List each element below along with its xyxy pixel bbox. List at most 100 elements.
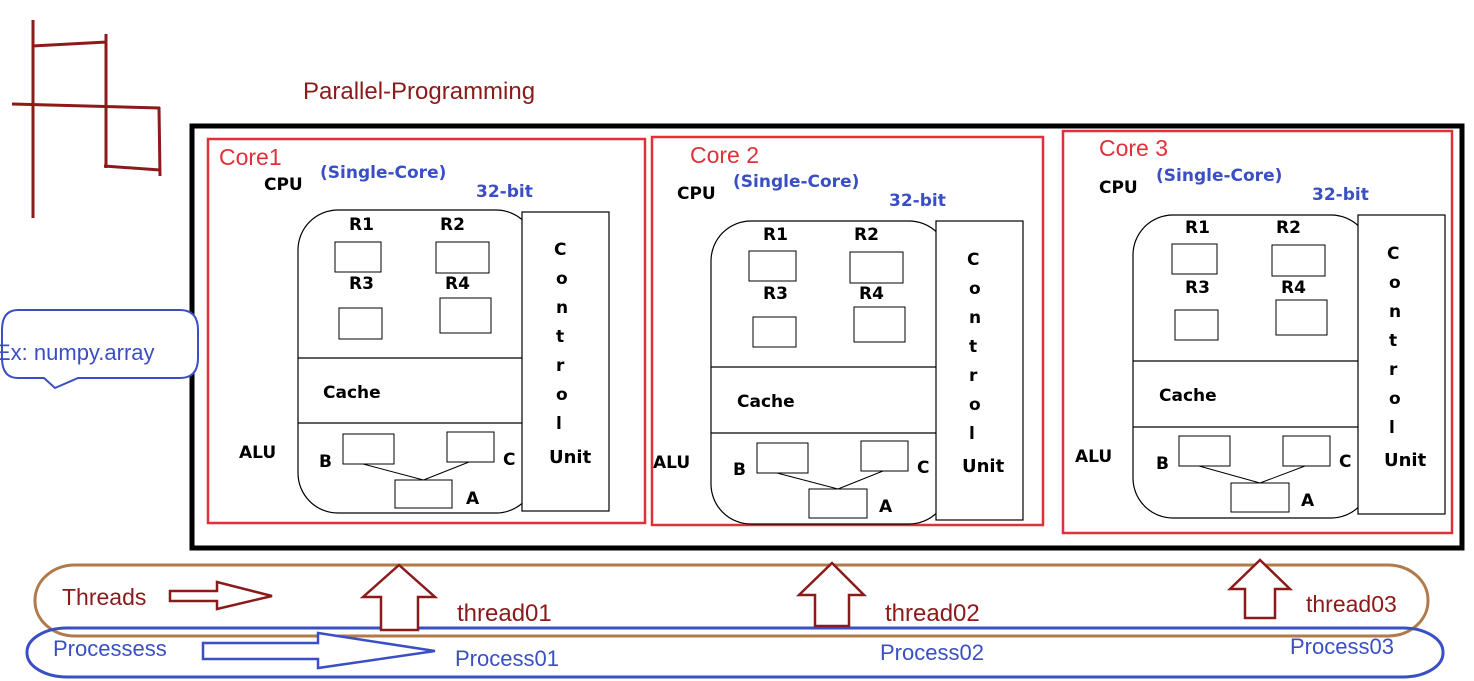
- register-label: R2: [854, 225, 879, 245]
- alu-operand-box: [1230, 482, 1290, 513]
- alu-operand-box: [808, 488, 868, 519]
- register-label: R2: [440, 215, 465, 235]
- register-box: [334, 241, 382, 273]
- control-unit-label: Unit: [549, 447, 592, 468]
- alu-connector: [776, 472, 839, 490]
- alu-operand-box: [342, 433, 395, 465]
- core-type-label: (Single-Core): [733, 172, 860, 192]
- alu-operand-box: [446, 431, 495, 463]
- register-label: R3: [1185, 278, 1210, 298]
- register-box: [439, 297, 492, 334]
- control-unit-box: [521, 211, 610, 512]
- alu-operand-box: [1282, 435, 1331, 467]
- control-letter: l: [1389, 418, 1395, 438]
- page-title: Parallel-Programming: [303, 78, 536, 105]
- control-letter: r: [969, 366, 978, 386]
- cache-label: Cache: [737, 392, 795, 412]
- control-letter: n: [969, 308, 982, 328]
- alu-input-label: B: [733, 460, 746, 480]
- alu-input-label: B: [1156, 454, 1169, 474]
- processes-arrow-icon: [201, 631, 436, 670]
- control-letter: o: [969, 279, 981, 299]
- register-label: R1: [1185, 218, 1210, 238]
- alu-connector: [1198, 465, 1261, 484]
- register-box: [748, 250, 797, 282]
- bits-label: 32-bit: [889, 191, 946, 211]
- cpu-label: CPU: [677, 184, 716, 204]
- control-letter: o: [1389, 273, 1401, 293]
- alu-connector: [362, 463, 424, 481]
- alu-operand-box: [394, 479, 453, 509]
- alu-label: ALU: [1075, 447, 1113, 467]
- register-label: R1: [763, 225, 788, 245]
- control-unit-box: [1357, 214, 1446, 515]
- alu-output-label: A: [1301, 491, 1315, 511]
- thread-label: thread01: [457, 600, 552, 627]
- threads-label: Threads: [62, 584, 147, 610]
- handwritten-scribble: [11, 20, 162, 218]
- control-letter: o: [556, 269, 568, 289]
- register-box: [853, 306, 906, 343]
- processes-label: Processess: [53, 636, 167, 661]
- alu-operand-box: [1178, 435, 1231, 467]
- cpu-chip: [297, 209, 537, 514]
- control-unit-label: Unit: [962, 456, 1005, 477]
- core-title: Core 3: [1099, 135, 1169, 161]
- process-label: Process03: [1290, 634, 1394, 659]
- register-label: R3: [763, 284, 788, 304]
- register-label: R2: [1276, 218, 1301, 238]
- callout-bubble: [1, 309, 199, 390]
- core-title: Core 2: [690, 142, 760, 168]
- callout-text: Ex: numpy.array: [0, 340, 155, 365]
- register-box: [1174, 309, 1219, 341]
- core-frame: [650, 135, 1045, 527]
- up-arrow-icon: [359, 563, 439, 632]
- control-letter: r: [556, 356, 565, 376]
- core-title: Core1: [219, 144, 282, 170]
- control-letter: o: [1389, 389, 1401, 409]
- alu-input-label: C: [917, 458, 930, 478]
- core-frame: [1061, 129, 1454, 535]
- control-letter: o: [969, 395, 981, 415]
- cache-label: Cache: [1159, 386, 1217, 406]
- alu-label: ALU: [239, 443, 277, 463]
- cpu-label: CPU: [1099, 178, 1138, 198]
- alu-operand-box: [756, 442, 809, 474]
- bits-label: 32-bit: [476, 182, 533, 202]
- register-label: R3: [349, 274, 374, 294]
- cpu-label: CPU: [264, 175, 303, 195]
- register-label: R4: [859, 284, 884, 304]
- register-box: [435, 241, 490, 274]
- process-label: Process02: [880, 640, 984, 665]
- control-letter: C: [554, 240, 567, 260]
- process-label: Process01: [455, 646, 559, 671]
- alu-output-label: A: [879, 497, 893, 517]
- core-type-label: (Single-Core): [320, 163, 447, 183]
- register-box: [1275, 299, 1328, 336]
- register-box: [338, 307, 383, 340]
- control-letter: n: [556, 298, 569, 318]
- threads-ellipse: [33, 563, 1430, 638]
- control-letter: C: [1387, 244, 1400, 264]
- control-letter: l: [556, 414, 562, 434]
- register-box: [752, 316, 797, 348]
- register-box: [1271, 244, 1326, 277]
- cache-label: Cache: [323, 383, 381, 403]
- register-box: [849, 251, 904, 284]
- thread-label: thread02: [885, 600, 980, 627]
- alu-connector: [837, 470, 884, 490]
- threads-arrow-icon: [168, 580, 273, 611]
- control-letter: o: [556, 385, 568, 405]
- register-label: R4: [445, 274, 470, 294]
- alu-input-label: C: [503, 450, 516, 470]
- alu-connector: [1259, 465, 1306, 484]
- control-letter: n: [1389, 302, 1402, 322]
- register-label: R1: [349, 215, 374, 235]
- control-letter: r: [1389, 360, 1398, 380]
- control-unit-label: Unit: [1384, 450, 1427, 471]
- processes-ellipse: [25, 626, 1445, 679]
- register-label: R4: [1281, 278, 1306, 298]
- control-unit-box: [935, 220, 1024, 521]
